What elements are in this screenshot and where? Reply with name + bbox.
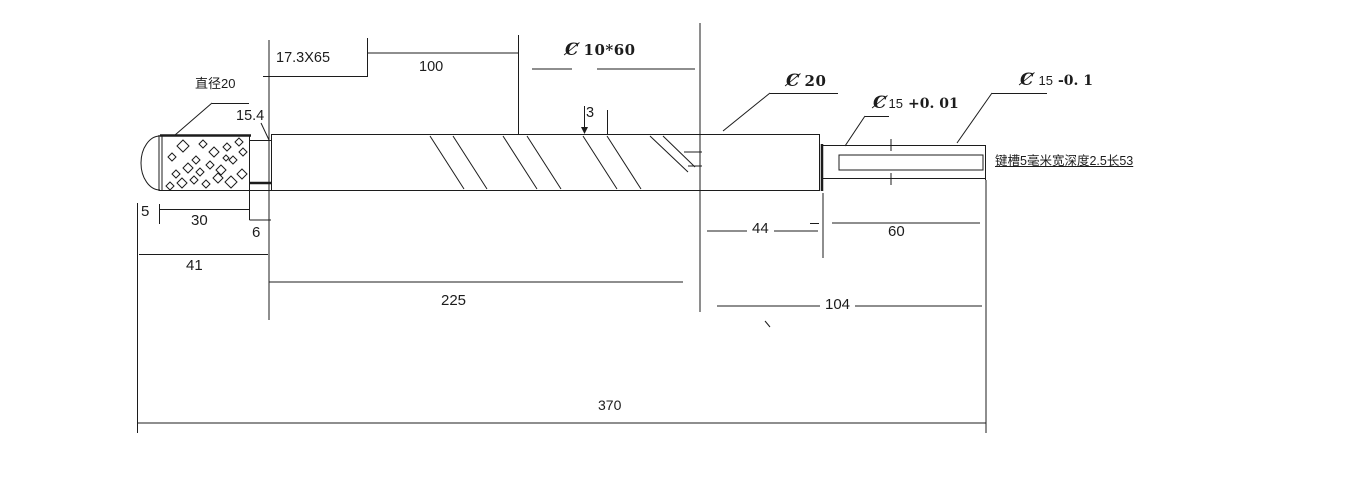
- dim-225: 225: [441, 292, 467, 309]
- dia-20-value: 20: [804, 72, 827, 90]
- dim-6: 6: [252, 224, 261, 241]
- dim-thread-spec: 17.3X65: [276, 50, 331, 66]
- dim-370-overall: 370: [594, 397, 626, 414]
- thread-hatch: [429, 135, 702, 190]
- dim-30: 30: [191, 212, 208, 229]
- dia-15-size: 15: [1038, 73, 1053, 88]
- dim-44: 44: [747, 220, 774, 238]
- knurl-pattern: [165, 137, 248, 191]
- dimension-lines: [137, 35, 987, 433]
- diameter-symbol: Ȼ: [565, 40, 579, 60]
- end-cap-arc: [140, 135, 161, 191]
- dim-60: 60: [888, 223, 905, 240]
- dim-41: 41: [186, 257, 203, 274]
- dim-neck-diameter: 15.4: [236, 108, 265, 124]
- leader-lines: [174, 92, 1047, 147]
- diameter-symbol: Ȼ: [1020, 70, 1034, 90]
- dia-10x60-value: 10*60: [583, 41, 636, 59]
- keyway-note: 键槽5毫米宽深度2.5长53: [995, 154, 1134, 168]
- diameter-note-cn: 直径20: [195, 76, 236, 91]
- dia-15-size: 15: [888, 96, 903, 111]
- diameter-symbol: Ȼ: [786, 71, 800, 91]
- dia-15-plus-tolerance: +0. 01: [908, 96, 959, 112]
- dim-5: 5: [141, 203, 150, 220]
- dia-label-15-minus: Ȼ 15 -0. 1: [1020, 70, 1093, 90]
- dim-3: 3: [586, 105, 595, 121]
- dim-100: 100: [419, 59, 444, 75]
- keyway-slot: [838, 154, 984, 171]
- dia-15-minus-tolerance: -0. 1: [1058, 73, 1094, 89]
- shaft-outline: [140, 23, 986, 320]
- diameter-symbol: Ȼ: [873, 93, 887, 113]
- dim-104: 104: [820, 296, 856, 314]
